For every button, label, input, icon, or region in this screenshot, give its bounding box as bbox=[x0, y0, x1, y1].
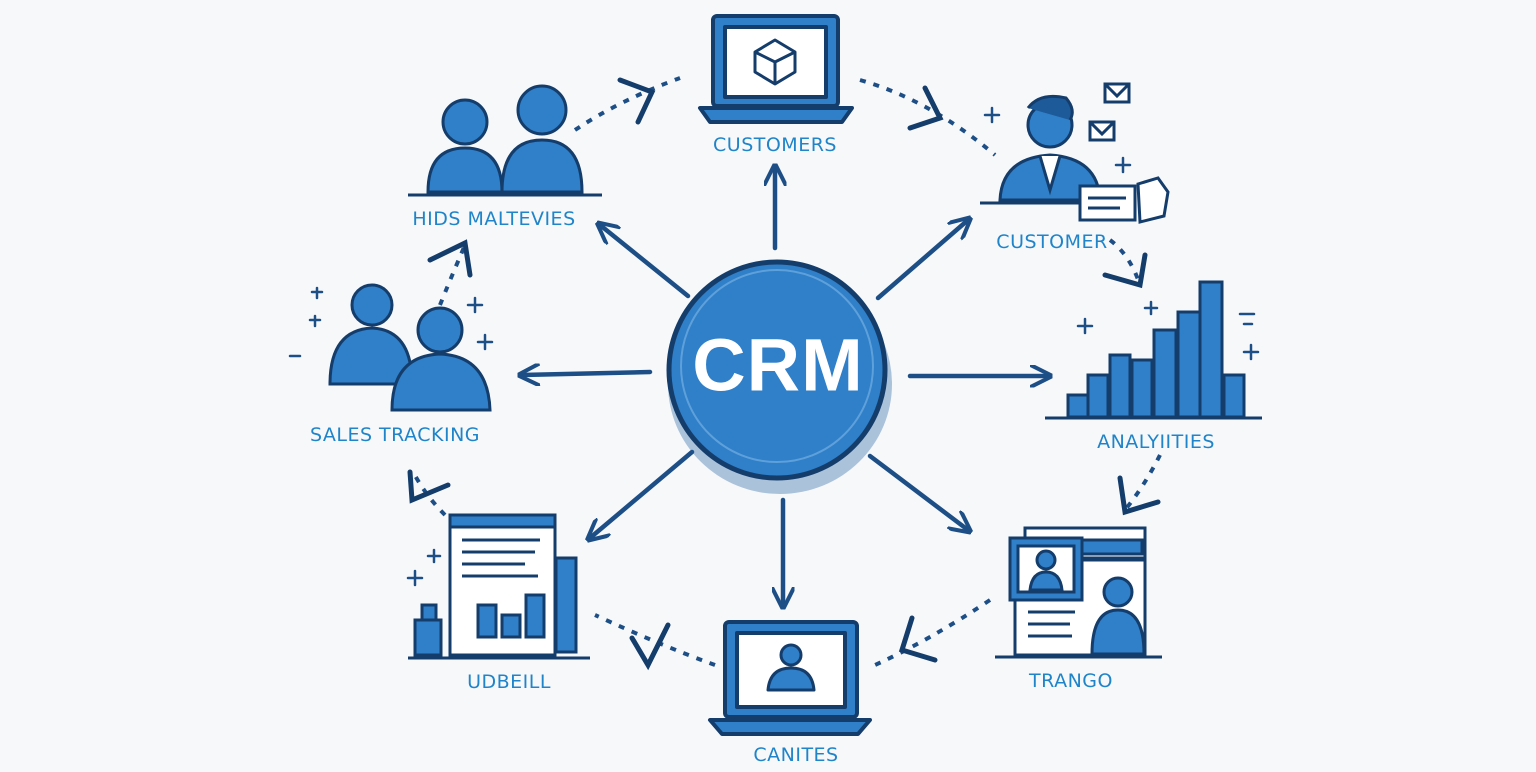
connector-bottom-left bbox=[595, 615, 715, 665]
connector-top-left bbox=[575, 78, 680, 130]
report-document-icon bbox=[408, 515, 590, 658]
spoke-down-right-arrow bbox=[870, 456, 968, 530]
laptop-person-icon bbox=[710, 622, 870, 734]
connector-bottom-right bbox=[875, 600, 990, 665]
businessman-icon bbox=[980, 84, 1168, 222]
crm-hub-label: CRM bbox=[692, 323, 864, 408]
label-customer-right: CUSTOMER bbox=[996, 231, 1107, 253]
label-trango: TRANGO bbox=[1029, 670, 1113, 692]
label-analytics: ANALYIITIES bbox=[1097, 431, 1215, 453]
spoke-up-left-arrow bbox=[600, 225, 688, 296]
spoke-up-right-arrow bbox=[878, 220, 968, 298]
label-customers-top: CUSTOMERS bbox=[713, 134, 837, 156]
spoke-left-arrow bbox=[522, 372, 650, 375]
bar-chart-icon bbox=[1045, 282, 1262, 418]
video-profile-icon bbox=[995, 528, 1162, 657]
spoke-down-left-arrow bbox=[590, 452, 692, 538]
label-sales-tracking: SALES TRACKING bbox=[310, 424, 480, 446]
label-udbeill: UDBEILL bbox=[467, 671, 551, 693]
sales-people-icon bbox=[330, 285, 490, 410]
label-hids-maltevies: HIDS MALTEVIES bbox=[412, 208, 575, 230]
two-people-icon bbox=[408, 86, 602, 195]
laptop-cube-icon bbox=[700, 16, 852, 122]
label-canites: CANITES bbox=[753, 744, 838, 766]
